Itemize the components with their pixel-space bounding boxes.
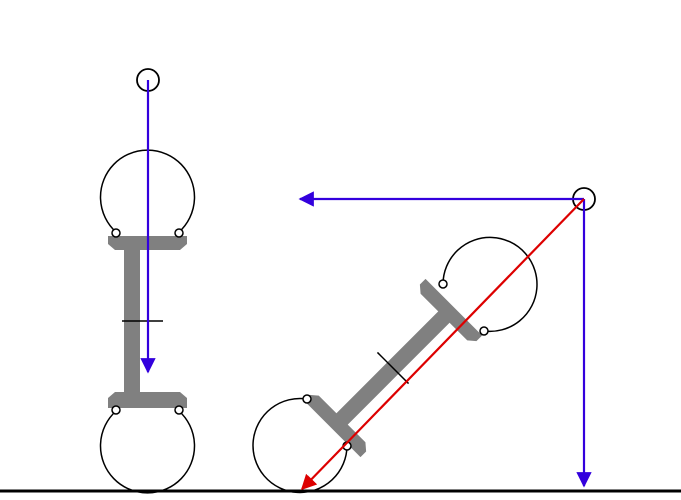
pivot-diagonal-vector	[300, 198, 585, 491]
tilted-pin-upper-a	[438, 279, 448, 289]
upright-pin-top-left	[111, 228, 121, 238]
tilted-dumbbell	[252, 187, 596, 494]
upright-pin-top-right	[174, 228, 184, 238]
tilted-pin-lower-a	[302, 394, 312, 404]
tilted-upper-wheel	[442, 236, 538, 333]
upright-pin-bottom-left	[111, 405, 121, 415]
tilted-pin-upper-b	[479, 326, 489, 336]
tilted-lower-wheel	[252, 397, 348, 494]
tilted-center-tick	[376, 351, 410, 385]
upright-body	[108, 236, 187, 408]
upright-bottom-wheel	[99, 410, 196, 494]
upright-pin-bottom-right	[174, 405, 184, 415]
upright-dumbbell	[99, 68, 196, 494]
